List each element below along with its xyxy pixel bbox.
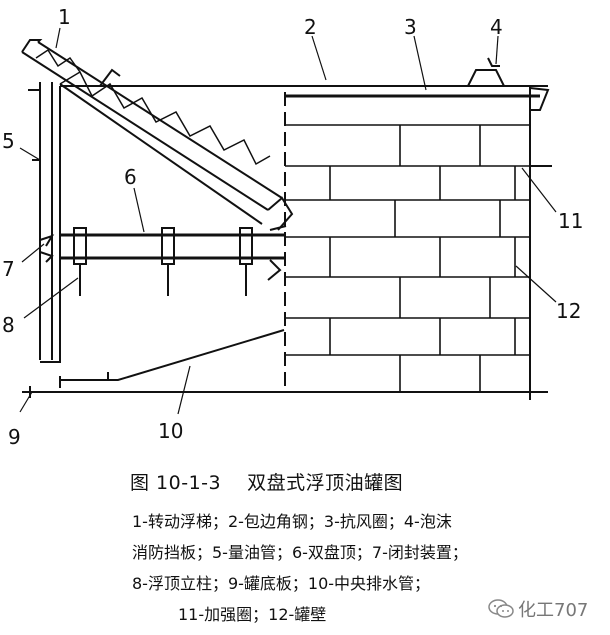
wind-girder-end	[529, 87, 550, 111]
label-11: 11	[558, 209, 583, 233]
label-6: 6	[124, 165, 137, 189]
rolling-ladder	[21, 39, 294, 231]
label-4: 4	[490, 15, 503, 39]
label-1: 1	[58, 5, 71, 29]
legend-line-3: 8-浮顶立柱；9-罐底板；10-中央排水管；	[132, 574, 431, 593]
central-drain	[60, 329, 285, 381]
label-12: 12	[556, 299, 581, 323]
brick-courses	[285, 124, 530, 392]
wechat-icon	[488, 599, 514, 618]
deck-frame-bottom	[40, 350, 61, 363]
figure-caption: 图 10-1-3 双盘式浮顶油罐图	[130, 468, 403, 495]
double-deck-roof	[39, 225, 287, 281]
label-10: 10	[158, 419, 183, 443]
label-5: 5	[2, 129, 15, 153]
watermark: 化工707	[488, 596, 588, 622]
label-3: 3	[404, 15, 417, 39]
roof-legs	[79, 264, 247, 296]
label-9: 9	[8, 425, 21, 449]
label-7: 7	[2, 257, 15, 281]
legend-line-4: 11-加强圈；12-罐壁	[178, 605, 327, 624]
label-8: 8	[2, 313, 15, 337]
watermark-text: 化工707	[518, 600, 589, 621]
tank-diagram: 1 2 3 4 5 6 7 8 9 10 11 12	[2, 5, 583, 449]
legend-line-1: 1-转动浮梯；2-包边角钢；3-抗风圈；4-泡沫	[132, 512, 452, 531]
figure-title: 双盘式浮顶油罐图	[247, 472, 404, 494]
figure-number: 图 10-1-3	[130, 472, 222, 494]
foam-dam	[467, 69, 505, 87]
legend-line-2: 消防挡板；5-量油管；6-双盘顶；7-闭封装置；	[132, 543, 468, 562]
foam-dam-left	[99, 68, 121, 87]
label-2: 2	[304, 15, 317, 39]
